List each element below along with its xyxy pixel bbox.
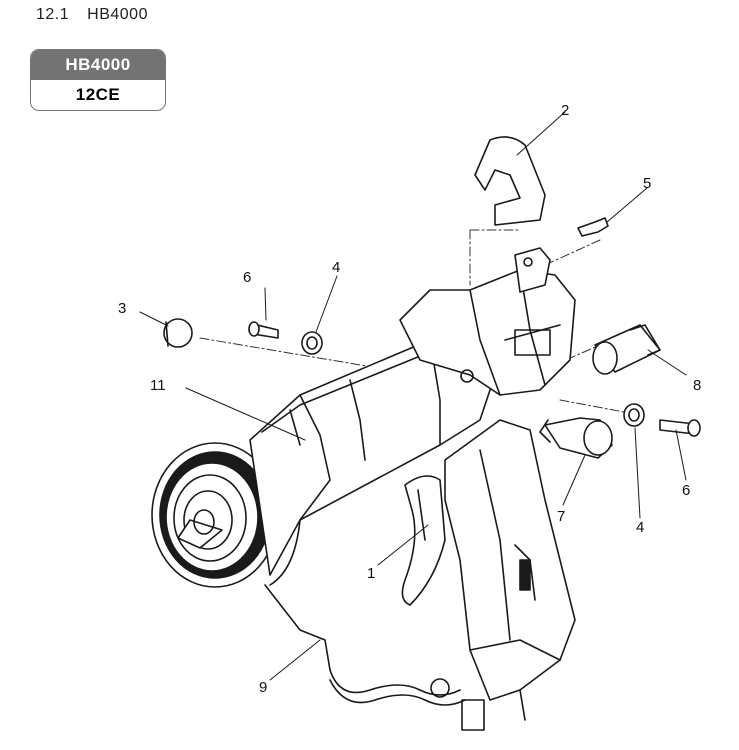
part-7-valve <box>539 417 613 459</box>
part-4-washer-right <box>623 403 645 427</box>
callout-9: 9 <box>259 679 267 696</box>
callout-3: 3 <box>118 300 126 317</box>
part-4-washer-left <box>301 331 323 355</box>
trigger <box>401 475 446 606</box>
section-header: 12.1 HB4000 <box>36 6 166 24</box>
badge-model: HB4000 <box>31 50 165 80</box>
gun-handle <box>444 419 576 721</box>
gun-barrel-body <box>249 329 501 576</box>
badge-variant: 12CE <box>75 85 121 104</box>
hose-whip <box>264 584 485 731</box>
callout-4-left: 4 <box>332 259 340 276</box>
part-8-fitting <box>592 324 661 375</box>
callout-7: 7 <box>557 508 565 525</box>
callout-6-left: 6 <box>243 269 251 286</box>
part-3-nut <box>163 318 193 348</box>
part-2-guard <box>474 136 546 226</box>
part-6-pin-right <box>659 419 701 437</box>
callout-11: 11 <box>150 377 166 394</box>
part-5-screw <box>577 217 609 237</box>
callout-6-right: 6 <box>682 482 690 499</box>
section-number: 12.1 <box>36 6 70 23</box>
callout-2: 2 <box>561 102 569 119</box>
callout-8: 8 <box>693 377 701 394</box>
valve-housing <box>399 247 576 396</box>
callout-4-right: 4 <box>636 519 644 536</box>
callout-5: 5 <box>643 175 651 192</box>
section-title: HB4000 <box>87 6 148 23</box>
part-6-pin-left <box>248 321 279 339</box>
callout-1: 1 <box>367 565 375 582</box>
callout-leaders <box>139 111 687 681</box>
model-badge: HB4000 12CE <box>30 49 166 111</box>
nozzle-assembly <box>151 442 301 588</box>
